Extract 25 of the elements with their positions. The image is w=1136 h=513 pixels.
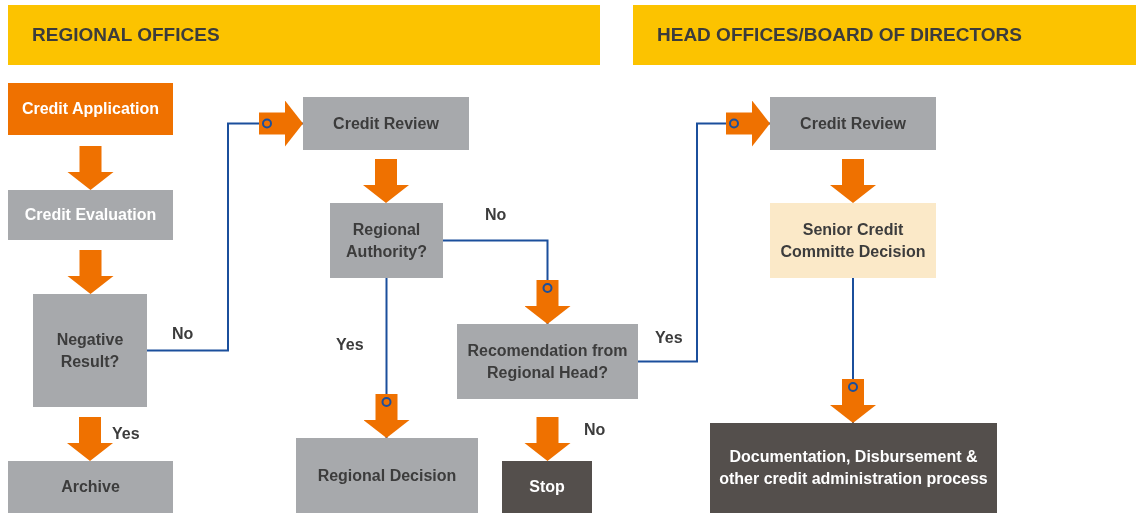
decision-box: Negative Result? [33, 294, 147, 407]
section-header: REGIONAL OFFICES [8, 5, 600, 65]
arrow [67, 250, 114, 294]
decision-box: Regional Authority? [330, 203, 443, 278]
arrow [363, 277, 410, 439]
process-box: Credit Review [770, 97, 936, 150]
arrow [67, 146, 114, 190]
arrow [524, 417, 571, 461]
arrow [830, 159, 876, 203]
arrow [442, 239, 571, 325]
process-box: Regional Decision [296, 438, 478, 513]
process-box: Credit Application [8, 83, 173, 135]
arrow [67, 417, 113, 461]
terminal-box: Stop [502, 461, 592, 513]
terminal-box: Documentation, Disbursement & other credit administration process [710, 423, 997, 513]
arrow [363, 159, 409, 203]
section-header: HEAD OFFICES/BOARD OF DIRECTORS [633, 5, 1136, 65]
decision-box: Recomendation from Regional Head? [457, 324, 638, 399]
arrow [146, 100, 304, 352]
process-box: Archive [8, 461, 173, 513]
process-box: Credit Review [303, 97, 469, 150]
process-box: Credit Evaluation [8, 190, 173, 240]
process-box: Senior Credit Committe Decision [770, 203, 936, 278]
arrow [830, 277, 876, 424]
arrow [637, 100, 771, 363]
